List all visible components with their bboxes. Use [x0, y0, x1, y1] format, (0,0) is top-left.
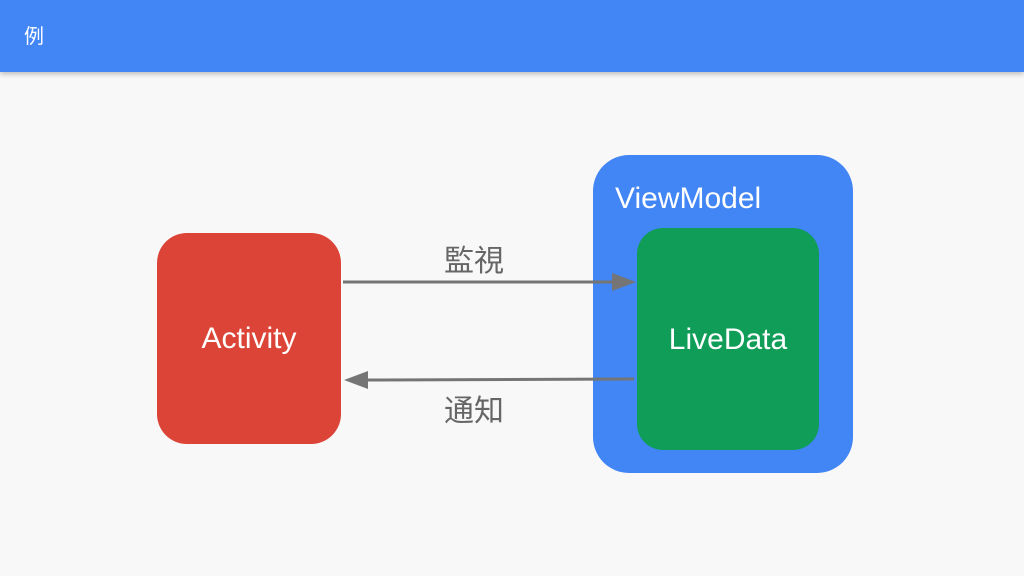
activity-node: Activity: [157, 233, 341, 444]
notify-edge-label: 通知: [444, 394, 504, 429]
activity-label: Activity: [201, 322, 297, 355]
notify-arrow: [344, 371, 635, 389]
notify-arrowhead: [344, 371, 368, 389]
livedata-label: LiveData: [668, 323, 788, 356]
observe-arrow: [343, 273, 636, 291]
livedata-node: LiveData: [637, 228, 819, 450]
notify-arrow-line: [365, 377, 635, 382]
observe-edge-label: 監視: [444, 244, 504, 279]
observe-arrowhead: [612, 273, 636, 291]
slide-title: 例: [24, 24, 44, 48]
header-bar: 例: [0, 0, 1024, 72]
viewmodel-label: ViewModel: [615, 182, 762, 215]
